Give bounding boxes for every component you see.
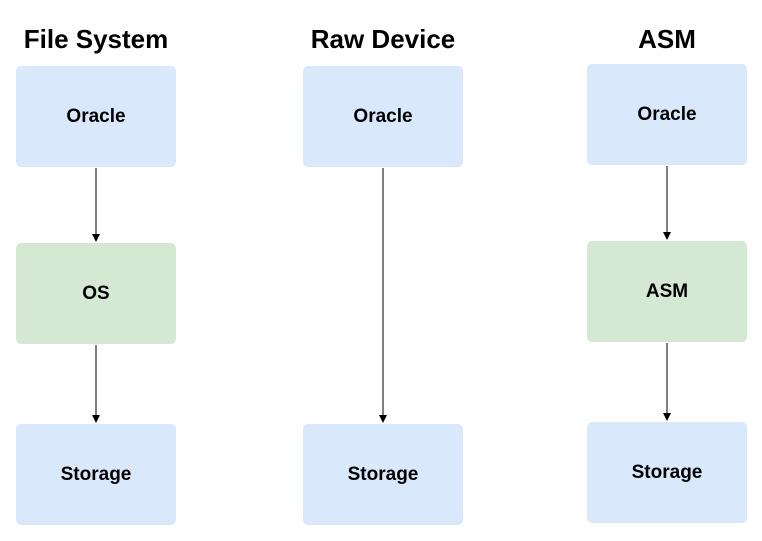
asm-asm-box: ASM: [587, 241, 747, 342]
raw-device-storage-box: Storage: [303, 424, 463, 525]
raw-device-oracle-box: Oracle: [303, 66, 463, 167]
column-title-file-system: File System: [23, 24, 169, 54]
file-system-storage-box: Storage: [16, 424, 176, 525]
asm-oracle-box: Oracle: [587, 64, 747, 165]
file-system-oracle-box: Oracle: [16, 66, 176, 167]
column-title-asm: ASM: [638, 24, 696, 54]
file-system-os-box: OS: [16, 243, 176, 344]
asm-storage-box: Storage: [587, 422, 747, 523]
column-title-raw-device: Raw Device: [310, 24, 456, 54]
